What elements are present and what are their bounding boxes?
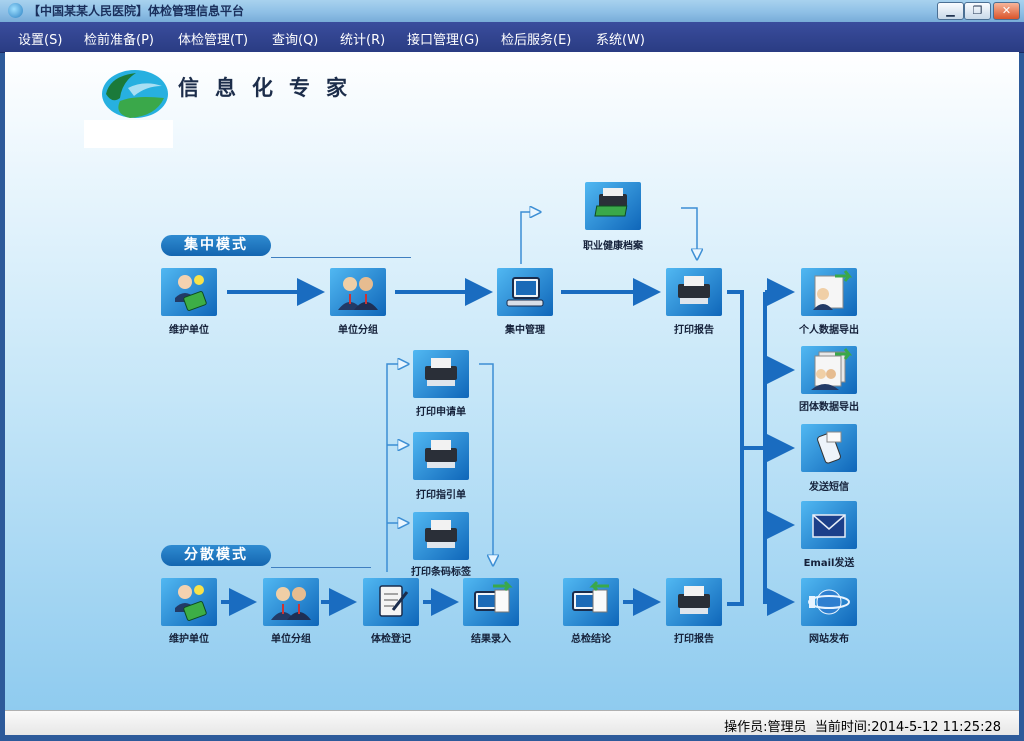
maintain-unit-label: 维护单位 (169, 325, 209, 336)
unit-group-tile[interactable] (330, 268, 386, 316)
time-label: 当前时间: (814, 720, 872, 735)
close-button[interactable]: ✕ (993, 2, 1020, 20)
print-barcode-label: 打印条码标签 (411, 567, 471, 578)
unit-group-tile-2[interactable] (263, 578, 319, 626)
central-manage-tile[interactable] (497, 268, 553, 316)
menu-settings[interactable]: 设置(S) (18, 33, 63, 48)
personal-export-label: 个人数据导出 (799, 325, 859, 336)
central-manage-label: 集中管理 (505, 325, 545, 336)
maintain-unit-tile[interactable] (161, 268, 217, 316)
maintain-unit-label-2: 维护单位 (169, 634, 209, 645)
print-report-tile-2[interactable] (666, 578, 722, 626)
final-conclusion-tile[interactable] (563, 578, 619, 626)
mode-central-underline (271, 257, 411, 258)
menu-query[interactable]: 查询(Q) (272, 33, 319, 48)
company-logo (102, 70, 168, 118)
occupational-archive-tile[interactable] (585, 182, 641, 230)
web-publish-tile[interactable] (801, 578, 857, 626)
logo-placeholder (84, 120, 173, 148)
hollow-arrow-up (520, 212, 537, 264)
print-report-label-2: 打印报告 (674, 634, 714, 645)
result-entry-label: 结果录入 (471, 634, 511, 645)
print-application-tile[interactable] (413, 350, 469, 398)
restore-button[interactable]: ❐ (964, 2, 991, 20)
flow-connectors (221, 52, 795, 616)
operator-name: 管理员 (767, 720, 807, 735)
print-barcode-tile[interactable] (413, 512, 469, 560)
exam-register-label: 体检登记 (371, 634, 411, 645)
current-time: 2014-5-12 11:25:28 (871, 720, 1001, 735)
workflow-canvas: 信息化专家 (5, 52, 1019, 710)
mode-central: 集中模式 (161, 235, 271, 256)
hollow-right-bracket (479, 363, 493, 562)
bus-top (727, 290, 744, 606)
menu-system[interactable]: 系统(W) (596, 33, 645, 48)
hollow-arrow-down (681, 207, 697, 256)
result-entry-tile[interactable] (463, 578, 519, 626)
minimize-button[interactable]: ▁ (937, 2, 964, 20)
mode-distributed: 分散模式 (161, 545, 271, 566)
group-export-tile[interactable] (801, 346, 857, 394)
status-text: 操作员:管理员 当前时间:2014-5-12 11:25:28 (724, 716, 1001, 735)
status-bar: 操作员:管理员 当前时间:2014-5-12 11:25:28 (5, 710, 1019, 736)
unit-group-label: 单位分组 (338, 325, 378, 336)
title-bar[interactable]: 【中国某某人民医院】体检管理信息平台 ▁ ❐ ✕ (0, 0, 1024, 22)
menu-interface[interactable]: 接口管理(G) (407, 33, 480, 48)
sms-label: 发送短信 (809, 482, 849, 493)
mode-distributed-underline (271, 567, 371, 568)
group-export-label: 团体数据导出 (799, 402, 859, 413)
web-publish-label: 网站发布 (809, 634, 849, 645)
menu-statistics[interactable]: 统计(R) (340, 33, 386, 48)
print-guide-tile[interactable] (413, 432, 469, 480)
unit-group-label-2: 单位分组 (271, 634, 311, 645)
occupational-archive-label: 职业健康档案 (583, 241, 643, 252)
menu-exam-management[interactable]: 体检管理(T) (178, 33, 249, 48)
slogan-text: 信息化专家 (178, 76, 363, 100)
final-conclusion-label: 总检结论 (571, 634, 611, 645)
print-report-tile[interactable] (666, 268, 722, 316)
print-guide-label: 打印指引单 (416, 490, 466, 501)
sms-tile[interactable] (801, 424, 857, 472)
menu-pre-exam[interactable]: 检前准备(P) (84, 33, 154, 48)
personal-export-tile[interactable] (801, 268, 857, 316)
operator-label: 操作员: (724, 720, 768, 735)
maintain-unit-tile-2[interactable] (161, 578, 217, 626)
window-title: 【中国某某人民医院】体检管理信息平台 (28, 4, 245, 18)
menu-bar: 设置(S) 检前准备(P) 体检管理(T) 查询(Q) 统计(R) 接口管理(G… (0, 22, 1024, 53)
menu-post-exam[interactable]: 检后服务(E) (501, 33, 572, 48)
exam-register-tile[interactable] (363, 578, 419, 626)
globe-icon (8, 3, 23, 18)
print-report-label: 打印报告 (674, 325, 714, 336)
email-tile[interactable] (801, 501, 857, 549)
print-application-label: 打印申请单 (416, 407, 466, 418)
hollow-left-bracket (386, 364, 405, 572)
email-label: Email发送 (803, 558, 855, 569)
window-bottom-edge (0, 735, 1024, 741)
